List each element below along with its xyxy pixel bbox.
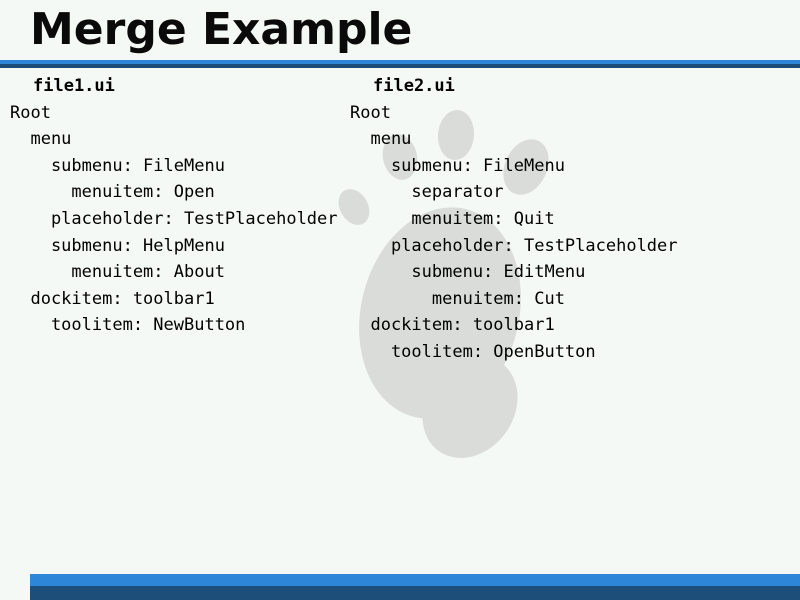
title-divider-dark-stripe <box>0 64 800 68</box>
tree-line: placeholder: TestPlaceholder <box>350 235 678 256</box>
tree-line: menuitem: About <box>10 262 225 283</box>
tree-line: menuitem: Open <box>10 182 215 203</box>
tree-line: menuitem: Cut <box>350 288 565 309</box>
tree-line: toolitem: NewButton <box>10 315 246 336</box>
footer-bar-light-stripe <box>30 574 800 586</box>
tree-line: submenu: FileMenu <box>10 155 225 176</box>
tree-line: menu <box>350 129 412 150</box>
tree-line: dockitem: toolbar1 <box>350 315 555 336</box>
title-divider <box>0 60 800 68</box>
tree-line: menuitem: Quit <box>350 208 555 229</box>
tree-line: dockitem: toolbar1 <box>10 288 215 309</box>
tree-line: submenu: HelpMenu <box>10 235 225 256</box>
tree-line: placeholder: TestPlaceholder <box>10 208 338 229</box>
tree-line: separator <box>350 182 504 203</box>
file1-lines: Root menu submenu: FileMenu menuitem: Op… <box>10 100 338 339</box>
tree-line: submenu: EditMenu <box>350 262 586 283</box>
tree-line: toolitem: OpenButton <box>350 341 596 362</box>
tree-line: submenu: FileMenu <box>350 155 565 176</box>
title-divider-light-stripe <box>0 60 800 64</box>
file1-header: file1.ui <box>33 76 115 96</box>
footer-bar <box>30 574 800 600</box>
tree-line: menu <box>10 129 72 150</box>
file-tree-file2: file2.ui Root menu submenu: FileMenu sep… <box>350 73 678 366</box>
footer-bar-dark-stripe <box>30 586 800 600</box>
tree-line: Root <box>350 102 391 123</box>
gnome-foot-icon <box>338 110 549 458</box>
file2-header: file2.ui <box>373 76 455 96</box>
slide-title: Merge Example <box>30 4 413 55</box>
tree-line: Root <box>10 102 51 123</box>
file-tree-file1: file1.ui Root menu submenu: FileMenu men… <box>10 73 338 339</box>
file2-lines: Root menu submenu: FileMenu separator me… <box>350 100 678 366</box>
